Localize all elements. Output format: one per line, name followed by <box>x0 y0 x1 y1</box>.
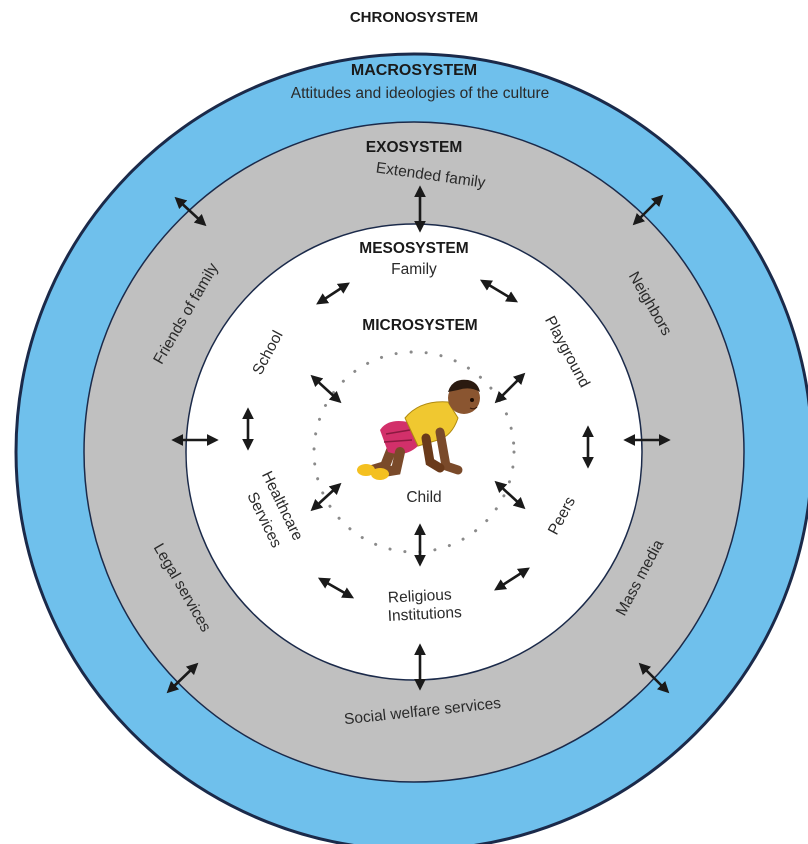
double-arrow-icon <box>174 196 207 227</box>
double-arrow-icon <box>166 662 199 694</box>
double-arrow-icon <box>310 482 342 512</box>
double-arrow-icon <box>317 577 355 599</box>
microsystem-boundary <box>312 350 516 554</box>
meso-religious-line1: Religious <box>387 586 452 606</box>
double-arrow-icon <box>310 374 342 404</box>
meso-family-label: Family <box>391 261 437 278</box>
chronosystem-title: CHRONOSYSTEM <box>350 9 478 26</box>
macrosystem-title: MACROSYSTEM <box>351 62 477 79</box>
double-arrow-icon <box>632 194 664 226</box>
mesosystem-title: MESOSYSTEM <box>359 240 468 257</box>
double-arrow-icon <box>316 282 350 305</box>
microsystem-title: MICROSYSTEM <box>362 317 477 334</box>
double-arrow-icon <box>494 567 530 591</box>
macrosystem-subtitle: Attitudes and ideologies of the culture <box>291 85 550 102</box>
double-arrow-icon <box>494 480 526 510</box>
double-arrow-icon <box>479 279 519 303</box>
child-label: Child <box>406 489 441 506</box>
double-arrow-icon <box>494 372 526 404</box>
crawling-baby-icon <box>357 379 480 480</box>
meso-religious-line2: Institutions <box>387 604 462 625</box>
exosystem-title: EXOSYSTEM <box>366 139 462 156</box>
mesosystem-disc <box>185 223 643 681</box>
double-arrow-icon <box>638 662 670 694</box>
